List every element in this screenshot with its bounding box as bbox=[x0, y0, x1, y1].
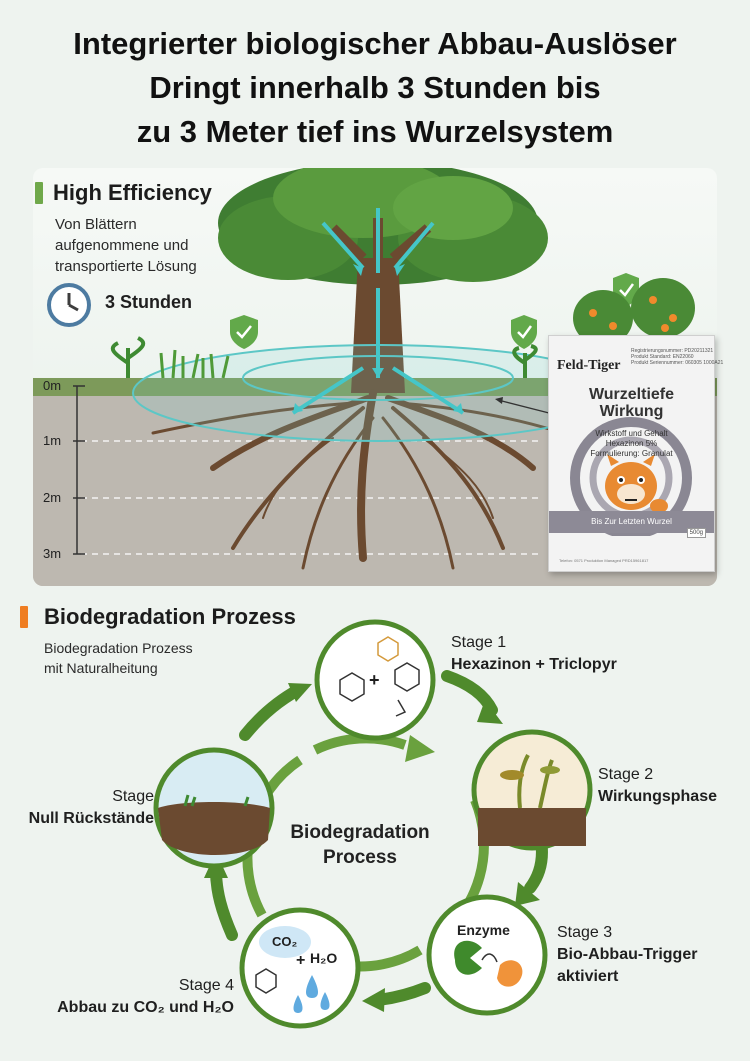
stage5-clean-soil-icon bbox=[153, 747, 275, 869]
package-brand: Feld-Tiger bbox=[557, 358, 621, 373]
pointer-line bbox=[497, 399, 550, 414]
tree-canopy bbox=[218, 168, 548, 285]
stage1-chemistry-icon bbox=[314, 619, 436, 741]
headline: Integrierter biologischer Abbau-Auslöser… bbox=[0, 22, 750, 154]
stage3-label: Stage 3 Bio-Abbau-Trigger aktiviert bbox=[557, 924, 698, 985]
tree-roots bbox=[151, 389, 555, 570]
small-plants bbox=[110, 336, 538, 379]
stage1-label: Stage 1 Hexazinon + Triclopyr bbox=[451, 634, 617, 673]
stage2-wilting-plant-icon bbox=[471, 729, 593, 851]
package-footer: Telefon: 0571 Produktion Managed PRD1596… bbox=[559, 558, 649, 563]
co2-label: CO₂ bbox=[272, 934, 298, 949]
package-band bbox=[549, 511, 714, 533]
stage5-label: Stage Null Rückstände bbox=[28, 788, 154, 827]
depth-label-1m: 1m bbox=[43, 433, 62, 448]
package-net-weight: 500g bbox=[686, 528, 706, 538]
enzyme-label: Enzyme bbox=[457, 922, 510, 938]
outer-cycle-arrowheads bbox=[204, 683, 540, 1012]
orchard-trees bbox=[573, 278, 695, 346]
stage3-enzyme-icon bbox=[426, 894, 548, 1016]
section-title-high-efficiency: High Efficiency bbox=[53, 180, 212, 205]
package-registration: Registrierungsnummer: PD20211321 Produkt… bbox=[631, 348, 724, 366]
h2o-label: H₂O bbox=[310, 950, 338, 966]
plus-sign: + bbox=[369, 670, 380, 690]
section-accent-bar-2 bbox=[20, 606, 28, 628]
depth-label-0m: 0m bbox=[43, 378, 62, 393]
plus-sign-stage4: + bbox=[296, 952, 306, 969]
section-accent-bar bbox=[35, 182, 43, 204]
shield-icon-left bbox=[230, 315, 258, 349]
package-product-name: Wurzeltiefe Wirkung bbox=[588, 386, 675, 420]
stage4-label: Stage 4 Abbau zu CO₂ und H₂O bbox=[57, 977, 234, 1016]
clock-label: 3 Stunden bbox=[105, 292, 193, 312]
clock-icon bbox=[47, 283, 91, 327]
product-package: Feld-Tiger Registrierungsnummer: PD20211… bbox=[548, 335, 723, 572]
headline-line-3: zu 3 Meter tief ins Wurzelsystem bbox=[136, 114, 614, 149]
flow-arrows bbox=[291, 208, 465, 415]
headline-line-2: Dringt innerhalb 3 Stunden bis bbox=[149, 70, 601, 105]
section-subtitle: Von Blättern aufgenommene und transporti… bbox=[55, 216, 197, 275]
stage2-label: Stage 2 Wirkungsphase bbox=[598, 766, 717, 805]
biodegradation-cycle-diagram bbox=[153, 619, 593, 1029]
shield-icon-right bbox=[511, 315, 537, 349]
stage4-water-co2-icon bbox=[239, 907, 361, 1029]
section-subtitle-2: Biodegradation Prozess mit Naturalheitun… bbox=[44, 640, 193, 676]
depth-label-3m: 3m bbox=[43, 546, 62, 561]
depth-label-2m: 2m bbox=[43, 490, 62, 505]
section-title-biodegradation: Biodegradation Prozess bbox=[44, 604, 296, 629]
headline-line-1: Integrierter biologischer Abbau-Auslöser bbox=[73, 26, 677, 61]
package-slogan: Bis Zur Letzten Wurzel bbox=[591, 517, 672, 526]
cycle-center-title: Biodegradation Process bbox=[290, 822, 430, 868]
package-info: Wirkstoff und Gehalt Hexazinon 5% Formul… bbox=[590, 429, 673, 458]
